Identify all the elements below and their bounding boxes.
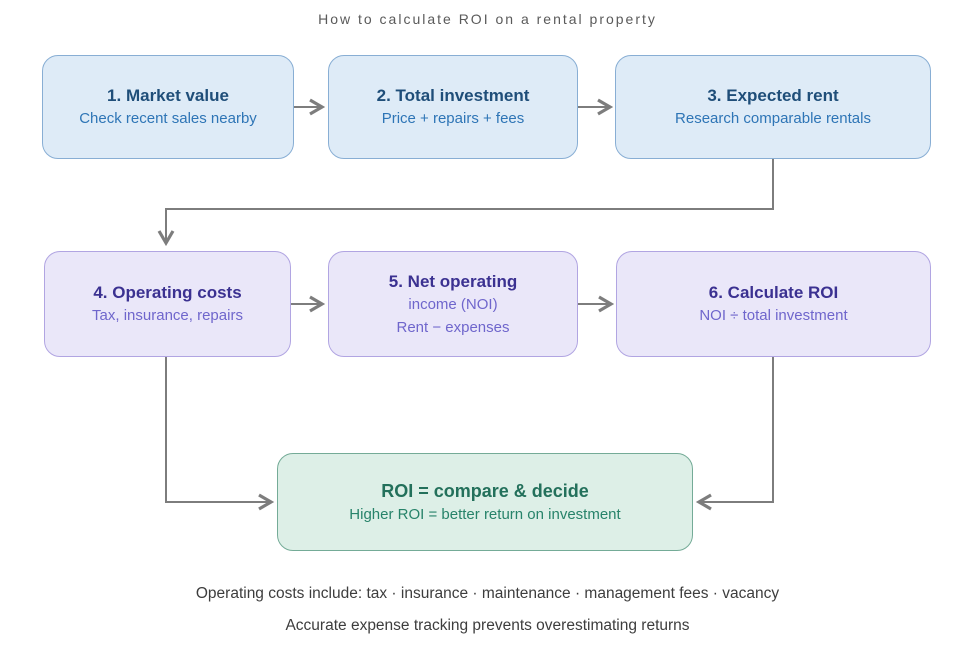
arrow-step3-step4 (157, 159, 774, 247)
step-detail: Research comparable rentals (675, 110, 871, 128)
step-detail: income (NOI) (408, 296, 498, 314)
result-title: ROI = compare & decide (381, 480, 589, 501)
step-title: 3. Expected rent (707, 86, 839, 106)
step-3-expected-rent: 3. Expected rent Research comparable ren… (615, 55, 931, 159)
step-5-net-operating-income: 5. Net operating income (NOI) Rent − exp… (328, 251, 578, 357)
step-detail: Tax, insurance, repairs (92, 307, 243, 325)
step-title: 2. Total investment (376, 86, 530, 106)
page-title: How to calculate ROI on a rental propert… (318, 11, 657, 27)
step-4-operating-costs: 4. Operating costs Tax, insurance, repai… (44, 251, 291, 357)
step-detail: Check recent sales nearby (79, 110, 257, 128)
arrow-step4-result (165, 357, 275, 511)
footer-note-expense-tracking: Accurate expense tracking prevents overe… (285, 617, 690, 634)
step-title: 1. Market value (107, 86, 229, 106)
step-detail2: Rent − expenses (396, 318, 510, 336)
step-6-calculate-roi: 6. Calculate ROI NOI ÷ total investment (616, 251, 931, 357)
footer-note-operating-costs: Operating costs include: tax · insurance… (195, 585, 780, 602)
result-compare-decide: ROI = compare & decide Higher ROI = bett… (277, 453, 693, 551)
step-1-market-value: 1. Market value Check recent sales nearb… (42, 55, 294, 159)
arrow-step6-result (695, 357, 774, 511)
step-title: 4. Operating costs (93, 283, 242, 303)
step-2-total-investment: 2. Total investment Price + repairs + fe… (328, 55, 578, 159)
step-detail: NOI ÷ total investment (699, 307, 848, 325)
result-detail: Higher ROI = better return on investment (349, 506, 621, 523)
step-title: 5. Net operating (388, 271, 518, 291)
step-detail: Price + repairs + fees (381, 110, 525, 128)
step-title: 6. Calculate ROI (708, 283, 839, 303)
